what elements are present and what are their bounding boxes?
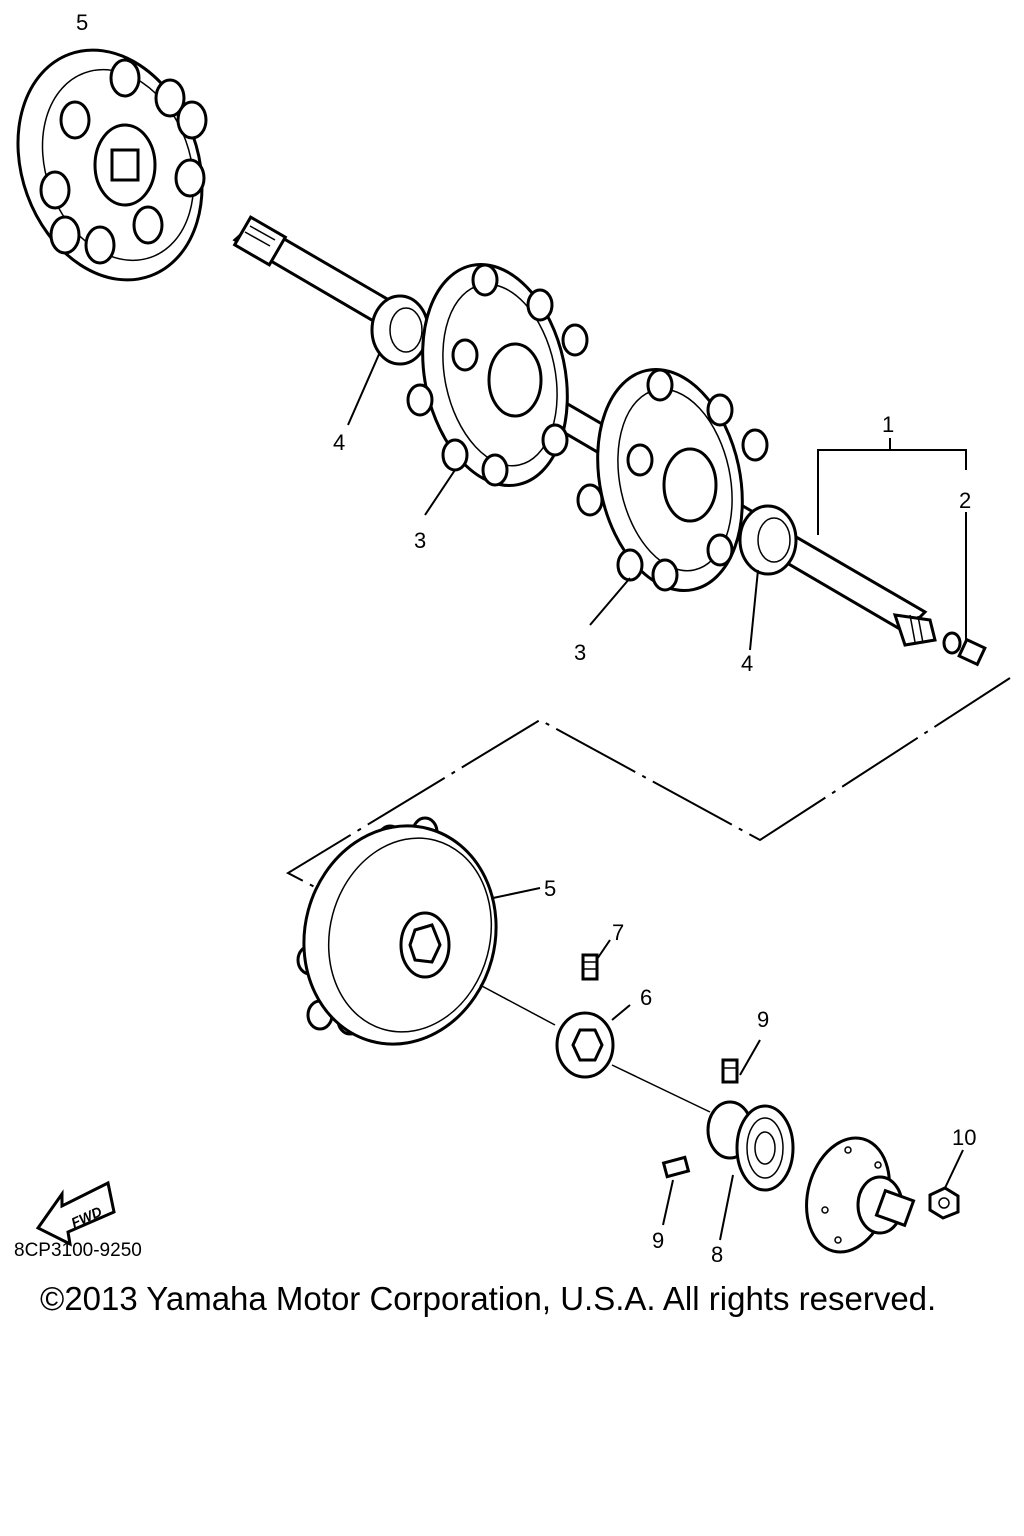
collar-left <box>370 294 430 366</box>
callout-5-bottom: 5 <box>544 876 556 901</box>
sprocket-wheel-bottom <box>296 816 498 1046</box>
callout-bracket-1 <box>817 449 967 535</box>
shaft-end-plug <box>942 631 987 667</box>
callout-3-right: 3 <box>574 640 586 665</box>
callout-9-top: 9 <box>757 1007 769 1032</box>
bearing-housing <box>706 1100 795 1192</box>
sprocket-middle <box>406 262 589 488</box>
callout-10: 10 <box>952 1125 976 1150</box>
parts-diagram: FWD 5 4 3 1 2 3 4 5 7 6 9 10 9 8 <box>16 10 1011 1267</box>
callout-4-right: 4 <box>741 651 753 676</box>
set-screw-9-bottom <box>661 1155 691 1179</box>
callout-3-left: 3 <box>414 528 426 553</box>
callout-9-bottom: 9 <box>652 1228 664 1253</box>
drawing-code: 8CP3100-9250 <box>14 1240 142 1261</box>
lock-collar <box>555 1011 615 1079</box>
collar-right <box>738 504 798 576</box>
set-screw-7 <box>581 953 599 981</box>
copyright-notice: ©2013 Yamaha Motor Corporation, U.S.A. A… <box>40 1280 937 1317</box>
sprocket-right <box>576 367 769 593</box>
callout-1: 1 <box>882 412 894 437</box>
assembly-dashed-line <box>285 677 1011 896</box>
leader-lines <box>347 351 964 1241</box>
callout-6: 6 <box>640 985 652 1010</box>
set-screw-9-top <box>721 1058 739 1084</box>
callout-4-left: 4 <box>333 430 345 455</box>
callout-5-top: 5 <box>76 10 88 35</box>
callout-7: 7 <box>612 920 624 945</box>
callout-2: 2 <box>959 488 971 513</box>
hub-flange <box>805 1136 916 1254</box>
hex-nut <box>928 1186 960 1220</box>
callout-8: 8 <box>711 1242 723 1267</box>
fwd-arrow-icon: FWD <box>35 1180 116 1247</box>
sprocket-wheel-top <box>16 48 208 282</box>
